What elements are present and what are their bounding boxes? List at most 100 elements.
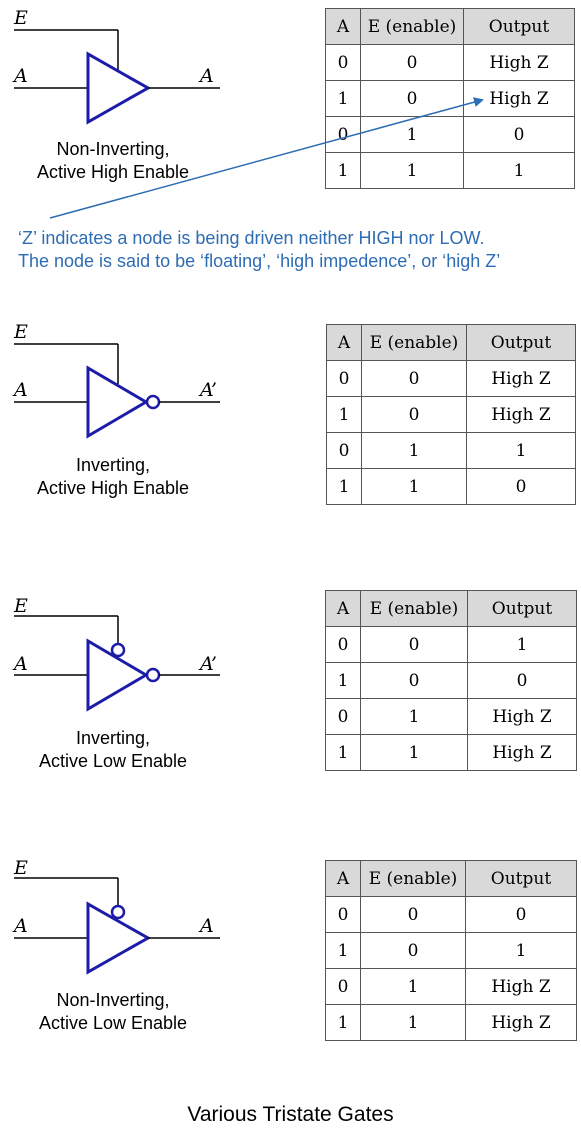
caption-line: Non-Inverting, [56, 139, 170, 159]
table-cell: 0 [360, 662, 468, 699]
column-header: Output [467, 590, 577, 627]
table-cell: 1 [325, 80, 361, 117]
table-cell: 1 [360, 698, 468, 735]
output-label: A’ [198, 379, 217, 401]
table-cell: 1 [466, 432, 576, 469]
table-cell: 1 [325, 152, 361, 189]
gate-3-symbol: E A A’ [12, 595, 220, 712]
caption-line: Active High Enable [36, 478, 190, 498]
caption-line: Inverting, [75, 728, 151, 748]
input-label: A [12, 379, 28, 401]
inversion-bubble-icon [145, 394, 161, 410]
page-title: Various Tristate Gates [187, 1103, 394, 1126]
table-cell: 0 [360, 80, 464, 117]
gate-1-symbol: E A A [12, 7, 220, 125]
table-cell: 1 [467, 626, 577, 663]
truth-table-2: A E (enable) Output 0 0 High Z 1 0 High … [326, 324, 576, 505]
gate-3-caption: Inverting, Active Low Enable [0, 727, 226, 773]
table-cell: 0 [325, 896, 361, 933]
table-row: 1 1 1 [325, 152, 575, 189]
table-header-row: A E (enable) Output [325, 860, 577, 897]
table-row: 1 0 High Z [326, 396, 576, 433]
note-line: The node is said to be ‘floating’, ‘high… [18, 251, 501, 271]
table-cell: 1 [463, 152, 575, 189]
truth-table-3: A E (enable) Output 0 0 1 1 0 0 0 1 High… [325, 590, 577, 771]
column-header: E (enable) [361, 324, 467, 361]
inversion-bubble-icon [145, 667, 161, 683]
high-z-note: ‘Z’ indicates a node is being driven nei… [18, 227, 578, 273]
table-cell: 1 [360, 116, 464, 153]
column-header: Output [463, 8, 575, 45]
inverter-triangle [86, 638, 149, 712]
table-cell: 0 [325, 44, 361, 81]
table-row: 1 1 High Z [325, 734, 577, 771]
table-cell: 1 [360, 1004, 466, 1041]
table-cell: 0 [361, 396, 467, 433]
enable-label: E [13, 595, 28, 617]
table-cell: 1 [325, 1004, 361, 1041]
gate-4-symbol: E A A [12, 857, 220, 975]
table-cell: High Z [465, 1004, 577, 1041]
output-label: A [198, 65, 214, 87]
table-row: 0 1 1 [326, 432, 576, 469]
column-header: Output [466, 324, 576, 361]
caption-line: Non-Inverting, [56, 990, 170, 1010]
table-row: 1 1 High Z [325, 1004, 577, 1041]
caption-line: Active Low Enable [38, 751, 188, 771]
input-label: A [12, 915, 28, 937]
table-cell: 1 [361, 468, 467, 505]
column-header: E (enable) [360, 860, 466, 897]
enable-label: E [13, 857, 28, 879]
table-row: 0 1 High Z [325, 968, 577, 1005]
caption-line: Active High Enable [36, 162, 190, 182]
gate-2-caption: Inverting, Active High Enable [0, 454, 226, 500]
table-cell: 0 [465, 896, 577, 933]
table-cell: 0 [361, 360, 467, 397]
active-low-bubble-icon [110, 642, 126, 658]
column-header: E (enable) [360, 590, 468, 627]
truth-table-1: A E (enable) Output 0 0 High Z 1 0 High … [325, 8, 575, 189]
caption-line: Inverting, [75, 455, 151, 475]
gate-4-caption: Non-Inverting, Active Low Enable [0, 989, 226, 1035]
column-header: Output [465, 860, 577, 897]
table-cell: High Z [466, 360, 576, 397]
table-row: 0 0 High Z [325, 44, 575, 81]
table-cell: 0 [326, 432, 362, 469]
table-row: 0 1 High Z [325, 698, 577, 735]
gate-1-caption: Non-Inverting, Active High Enable [0, 138, 226, 184]
table-row: 0 0 0 [325, 896, 577, 933]
table-row: 1 0 1 [325, 932, 577, 969]
table-cell: 0 [466, 468, 576, 505]
gate-2-symbol: E A A’ [12, 321, 220, 439]
table-cell: 1 [326, 396, 362, 433]
table-row: 0 1 0 [325, 116, 575, 153]
caption-line: Active Low Enable [38, 1013, 188, 1033]
table-cell: 1 [361, 432, 467, 469]
table-header-row: A E (enable) Output [326, 324, 576, 361]
table-cell: High Z [467, 734, 577, 771]
table-cell: 1 [360, 968, 466, 1005]
table-cell: 1 [325, 734, 361, 771]
table-cell: High Z [465, 968, 577, 1005]
input-label: A [12, 65, 28, 87]
table-row: 1 1 0 [326, 468, 576, 505]
table-cell: 0 [467, 662, 577, 699]
column-header: A [325, 8, 361, 45]
table-cell: 0 [360, 626, 468, 663]
table-cell: High Z [467, 698, 577, 735]
column-header: A [325, 590, 361, 627]
table-cell: 0 [326, 360, 362, 397]
table-cell: 0 [325, 626, 361, 663]
table-row: 0 0 High Z [326, 360, 576, 397]
table-row: 1 0 High Z [325, 80, 575, 117]
column-header: E (enable) [360, 8, 464, 45]
table-cell: 0 [325, 116, 361, 153]
column-header: A [326, 324, 362, 361]
enable-label: E [13, 321, 28, 343]
enable-label: E [13, 7, 28, 29]
table-cell: 1 [360, 734, 468, 771]
table-cell: 0 [360, 932, 466, 969]
buffer-triangle [86, 901, 152, 975]
table-row: 0 0 1 [325, 626, 577, 663]
table-cell: 1 [325, 932, 361, 969]
